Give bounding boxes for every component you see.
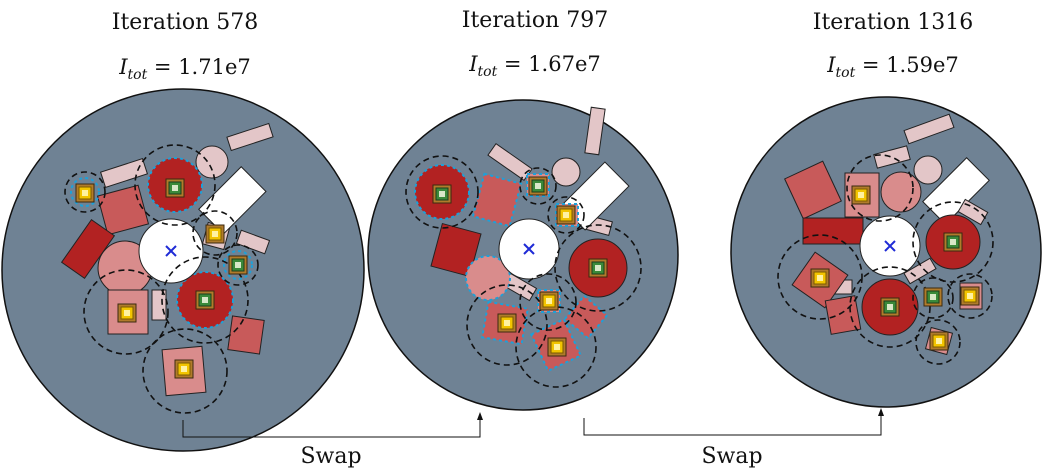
panel-3-pale-disk	[913, 155, 943, 185]
panel-1-pale-block	[226, 122, 274, 152]
panel-2-diagram	[367, 99, 679, 411]
panel-2-clearance-circles	[405, 155, 642, 388]
green-marker-icon	[228, 255, 248, 275]
gold-marker-icon	[547, 337, 567, 357]
panel-3-red-block	[802, 217, 864, 245]
panel-1-pale-disk	[195, 145, 229, 179]
green-marker-icon	[880, 297, 900, 317]
green-marker-icon	[165, 178, 185, 198]
panel-2-metric-value: = 1.67e7	[503, 52, 601, 76]
gold-marker-icon	[810, 268, 830, 288]
swap-arrowhead-1	[477, 412, 483, 420]
panel-1-title: Iteration 578	[111, 10, 259, 35]
panel-3-metric: Itot = 1.59e7	[733, 53, 1043, 81]
panel-3-pale-block	[873, 145, 911, 169]
panel-1-pale-block	[99, 157, 149, 189]
center-cross-icon	[523, 243, 535, 255]
gold-marker-icon	[174, 359, 194, 379]
panel-3-metric-symbol: I	[827, 53, 836, 77]
green-marker-icon	[528, 176, 548, 196]
swap-connector-1	[182, 418, 481, 438]
gold-marker-icon	[75, 183, 95, 203]
panel-2-red-block	[430, 222, 482, 278]
swap-label-1: Swap	[300, 444, 362, 469]
swap-arrowhead-2	[878, 408, 884, 416]
center-cross-icon	[165, 245, 177, 257]
green-marker-icon	[195, 290, 215, 310]
panel-2-red-block	[471, 172, 523, 228]
panel-2-pale-block	[584, 106, 606, 156]
panel-2-pale-disk	[551, 157, 581, 187]
panel-1-red-block	[96, 184, 150, 236]
panel-1-white-block	[198, 166, 267, 235]
panel-1-metric: Itot = 1.71e7	[25, 55, 345, 83]
panel-3-pale-block	[903, 257, 937, 285]
center-cross-icon	[884, 240, 896, 252]
panel-1-metric-symbol: I	[119, 55, 128, 79]
green-marker-icon	[588, 258, 608, 278]
panel-1-red-block	[60, 218, 116, 280]
swap-label-2: Swap	[701, 444, 763, 469]
gold-marker-icon	[851, 185, 871, 205]
panel-2-metric-sub: tot	[477, 64, 498, 81]
gold-marker-icon	[960, 286, 980, 306]
gold-marker-icon	[556, 205, 576, 225]
panel-3-diagram	[730, 96, 1042, 408]
panel-3-red-block	[784, 160, 842, 220]
panel-3-pale-block	[903, 113, 955, 145]
panel-1-pale-block	[151, 289, 167, 321]
panel-2-metric-symbol: I	[469, 52, 478, 76]
panel-3-title: Iteration 1316	[812, 10, 974, 35]
panel-3-pale-block	[957, 198, 989, 226]
panel-1-clearance-circles	[64, 144, 259, 414]
gold-marker-icon	[497, 313, 517, 333]
green-marker-icon	[432, 184, 452, 204]
gold-marker-icon	[929, 331, 949, 351]
swap-connector-2	[583, 414, 882, 436]
panel-1-metric-value: = 1.71e7	[153, 55, 251, 79]
panel-3-metric-sub: tot	[835, 65, 856, 82]
panel-1-pale-block	[235, 229, 271, 255]
panel-1-metric-sub: tot	[127, 67, 148, 84]
panel-2-title: Iteration 797	[461, 8, 609, 33]
gold-marker-icon	[539, 291, 559, 311]
panel-2-red-disk	[465, 255, 511, 301]
green-marker-icon	[923, 287, 943, 307]
panel-3-metric-value: = 1.59e7	[861, 53, 959, 77]
panel-2-metric: Itot = 1.67e7	[375, 52, 695, 80]
gold-marker-icon	[205, 224, 225, 244]
gold-marker-icon	[117, 303, 137, 323]
panel-3-red-disk	[880, 171, 922, 213]
panel-1-red-block	[227, 315, 265, 355]
green-marker-icon	[943, 232, 963, 252]
panel-3-clearance-circles	[777, 154, 994, 365]
panel-1-diagram	[1, 88, 365, 452]
